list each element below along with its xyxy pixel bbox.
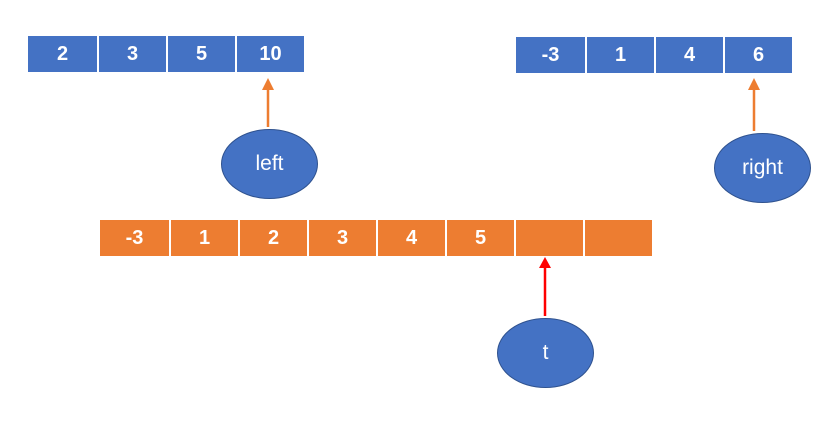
array-cell: 5	[166, 36, 235, 72]
array-cell: -3	[100, 220, 169, 256]
array-cell: 1	[585, 37, 654, 73]
array-cell: 4	[376, 220, 445, 256]
array-left: 2 3 5 10	[28, 36, 304, 72]
left-arrow-icon	[262, 78, 274, 127]
array-cell: 6	[723, 37, 792, 73]
pointer-right: right	[714, 133, 811, 203]
t-arrow-icon	[539, 257, 551, 316]
array-cell: 10	[235, 36, 304, 72]
right-arrow-icon	[748, 78, 760, 131]
array-cell	[514, 220, 583, 256]
array-t: -3 1 2 3 4 5	[100, 220, 652, 256]
array-cell: -3	[516, 37, 585, 73]
array-cell: 3	[307, 220, 376, 256]
array-cell: 2	[28, 36, 97, 72]
array-right: -3 1 4 6	[516, 37, 792, 73]
array-cell	[583, 220, 652, 256]
array-cell: 5	[445, 220, 514, 256]
pointer-left: left	[221, 129, 318, 199]
array-cell: 4	[654, 37, 723, 73]
array-cell: 3	[97, 36, 166, 72]
array-cell: 1	[169, 220, 238, 256]
pointer-t: t	[497, 318, 594, 388]
array-cell: 2	[238, 220, 307, 256]
